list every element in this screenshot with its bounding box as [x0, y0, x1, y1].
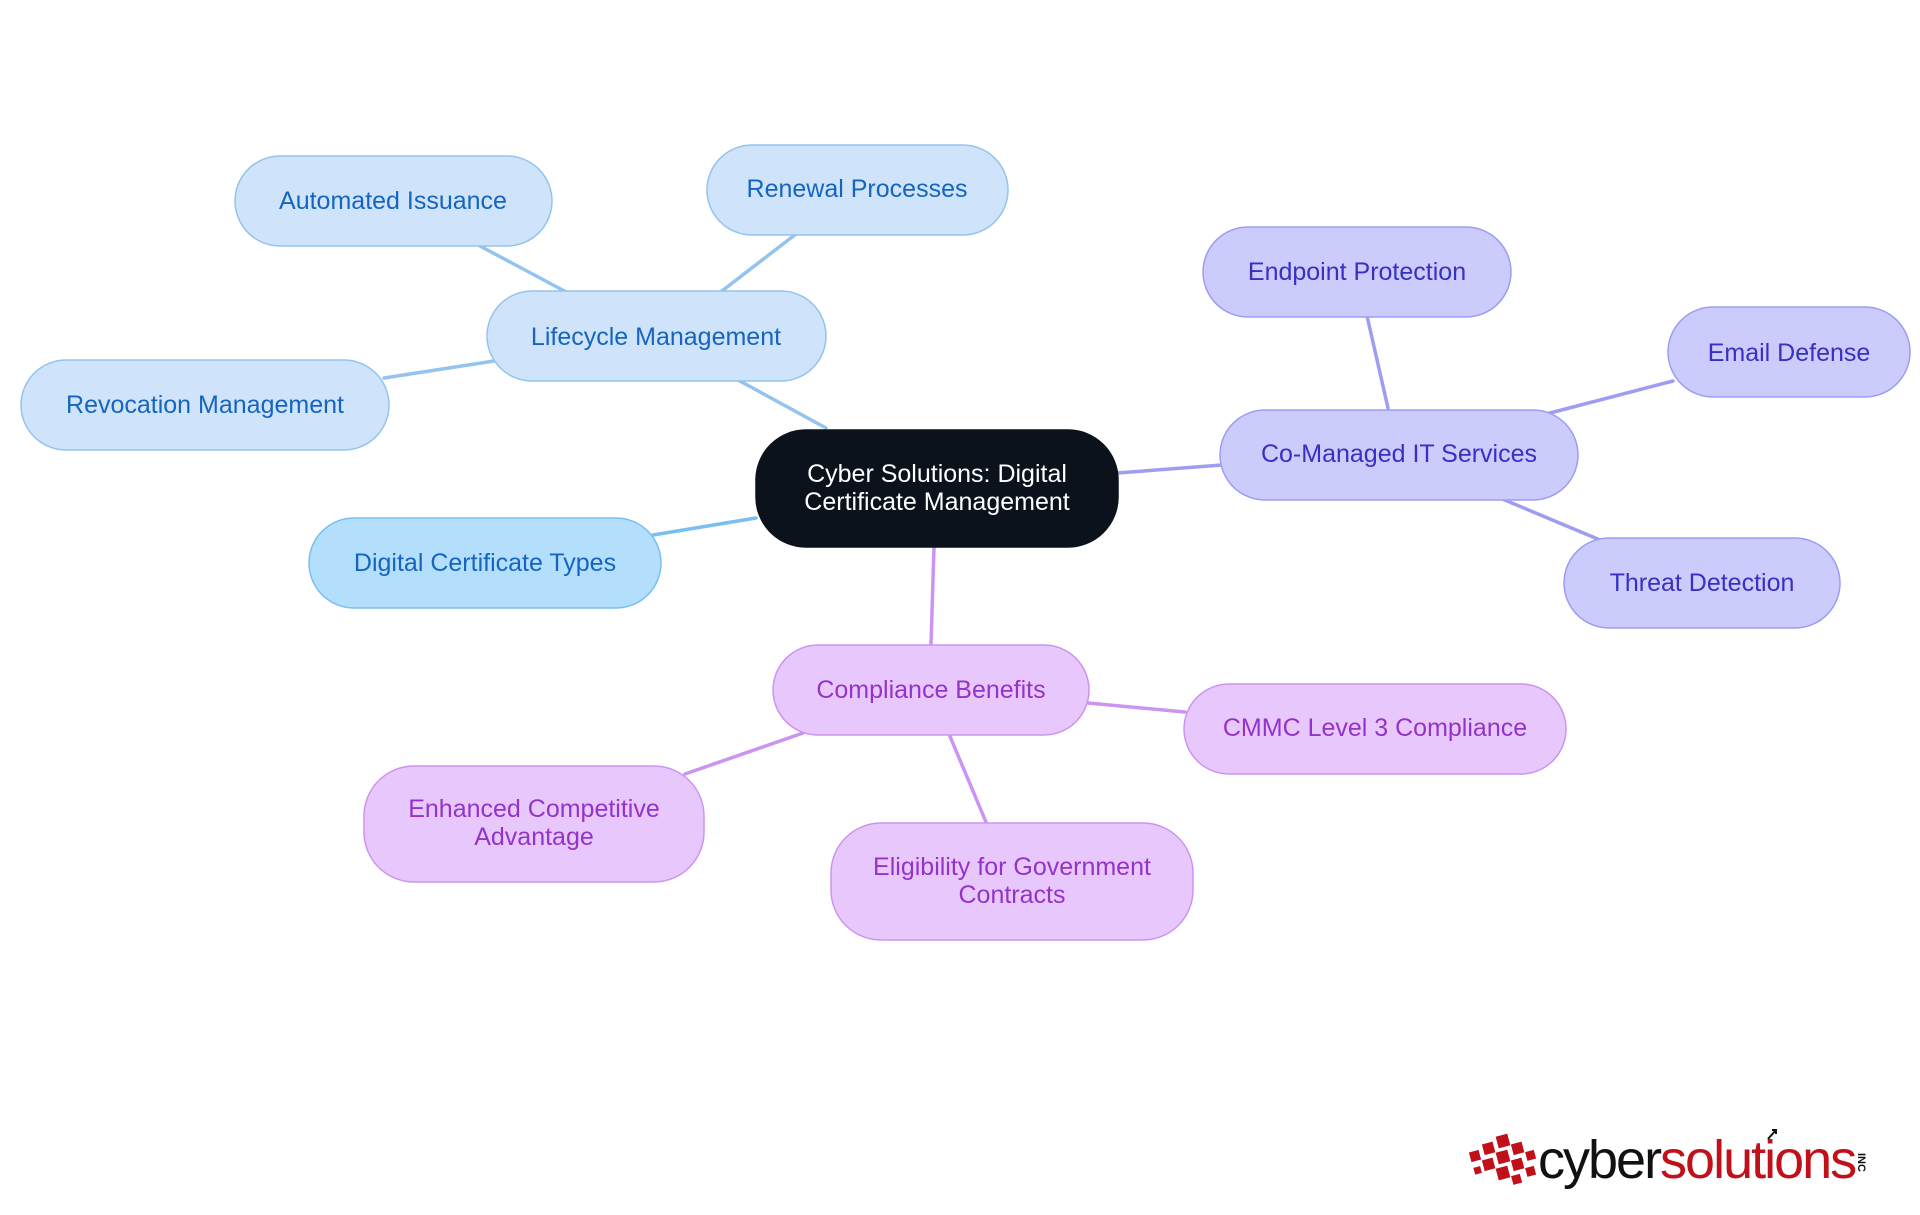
edge-lifecycle-renewal: [716, 232, 798, 296]
node-cmmc-level-3: CMMC Level 3 Compliance: [1183, 683, 1567, 775]
node-label: Digital Certificate Types: [354, 549, 616, 577]
node-enhanced-competitive-advantage: Enhanced Competitive Advantage: [363, 765, 705, 883]
node-automated-issuance: Automated Issuance: [234, 155, 553, 247]
node-label-line2: Advantage: [474, 823, 594, 851]
logo-part-cyber: cyber: [1538, 1130, 1662, 1190]
node-center-topic: Cyber Solutions: Digital Certificate Man…: [755, 429, 1119, 548]
node-threat-detection: Threat Detection: [1563, 537, 1841, 629]
logo-arrow-icon: [1767, 1129, 1777, 1140]
node-label-line2: Contracts: [959, 881, 1066, 909]
logo-part-solutions: solutions: [1660, 1130, 1856, 1190]
node-label: Compliance Benefits: [816, 676, 1045, 704]
node-renewal-processes: Renewal Processes: [706, 144, 1009, 236]
cybersolutions-logo: cybersolutions INC: [1468, 1129, 1867, 1190]
edges: [382, 232, 1675, 824]
edge-comanaged-threat: [1498, 496, 1602, 542]
edge-compliance-eligibility: [947, 732, 988, 824]
edge-lifecycle-revocation: [382, 359, 496, 380]
logo-inc: INC: [1855, 1153, 1867, 1172]
node-label: Automated Issuance: [279, 187, 507, 215]
edge-lifecycle-automated: [478, 244, 572, 296]
center-label-line1: Cyber Solutions: Digital: [807, 460, 1067, 488]
node-compliance-benefits: Compliance Benefits: [772, 644, 1090, 736]
edge-center-lifecycle: [736, 378, 828, 430]
node-endpoint-protection: Endpoint Protection: [1202, 226, 1512, 318]
edge-center-certtypes: [651, 516, 758, 537]
edge-comanaged-endpoint: [1365, 314, 1390, 410]
edge-comanaged-email: [1548, 379, 1675, 415]
node-label: Threat Detection: [1610, 569, 1795, 597]
node-revocation-management: Revocation Management: [20, 359, 390, 451]
node-label: CMMC Level 3 Compliance: [1223, 714, 1527, 742]
edge-compliance-cmmc: [1086, 701, 1187, 714]
node-lifecycle-management: Lifecycle Management: [486, 290, 827, 382]
node-digital-certificate-types: Digital Certificate Types: [308, 517, 662, 609]
node-label: Revocation Management: [66, 391, 344, 419]
node-label-line1: Enhanced Competitive: [408, 795, 660, 823]
node-label: Endpoint Protection: [1248, 258, 1466, 286]
node-label: Email Defense: [1708, 339, 1871, 367]
edge-center-comanaged: [1115, 463, 1224, 475]
node-label: Lifecycle Management: [531, 323, 781, 351]
node-co-managed-it-services: Co-Managed IT Services: [1219, 409, 1579, 501]
edge-compliance-competitive: [683, 731, 805, 776]
logo-pixel-mark-icon: [1468, 1133, 1537, 1185]
logo-wordmark: cybersolutions: [1538, 1130, 1856, 1190]
node-email-defense: Email Defense: [1667, 306, 1911, 398]
node-eligibility-government-contracts: Eligibility for Government Contracts: [830, 822, 1194, 941]
node-label: Renewal Processes: [747, 175, 968, 203]
node-label: Co-Managed IT Services: [1261, 440, 1537, 468]
edge-center-compliance: [929, 545, 936, 647]
center-label-line2: Certificate Management: [804, 488, 1069, 516]
node-label-line1: Eligibility for Government: [873, 853, 1151, 881]
